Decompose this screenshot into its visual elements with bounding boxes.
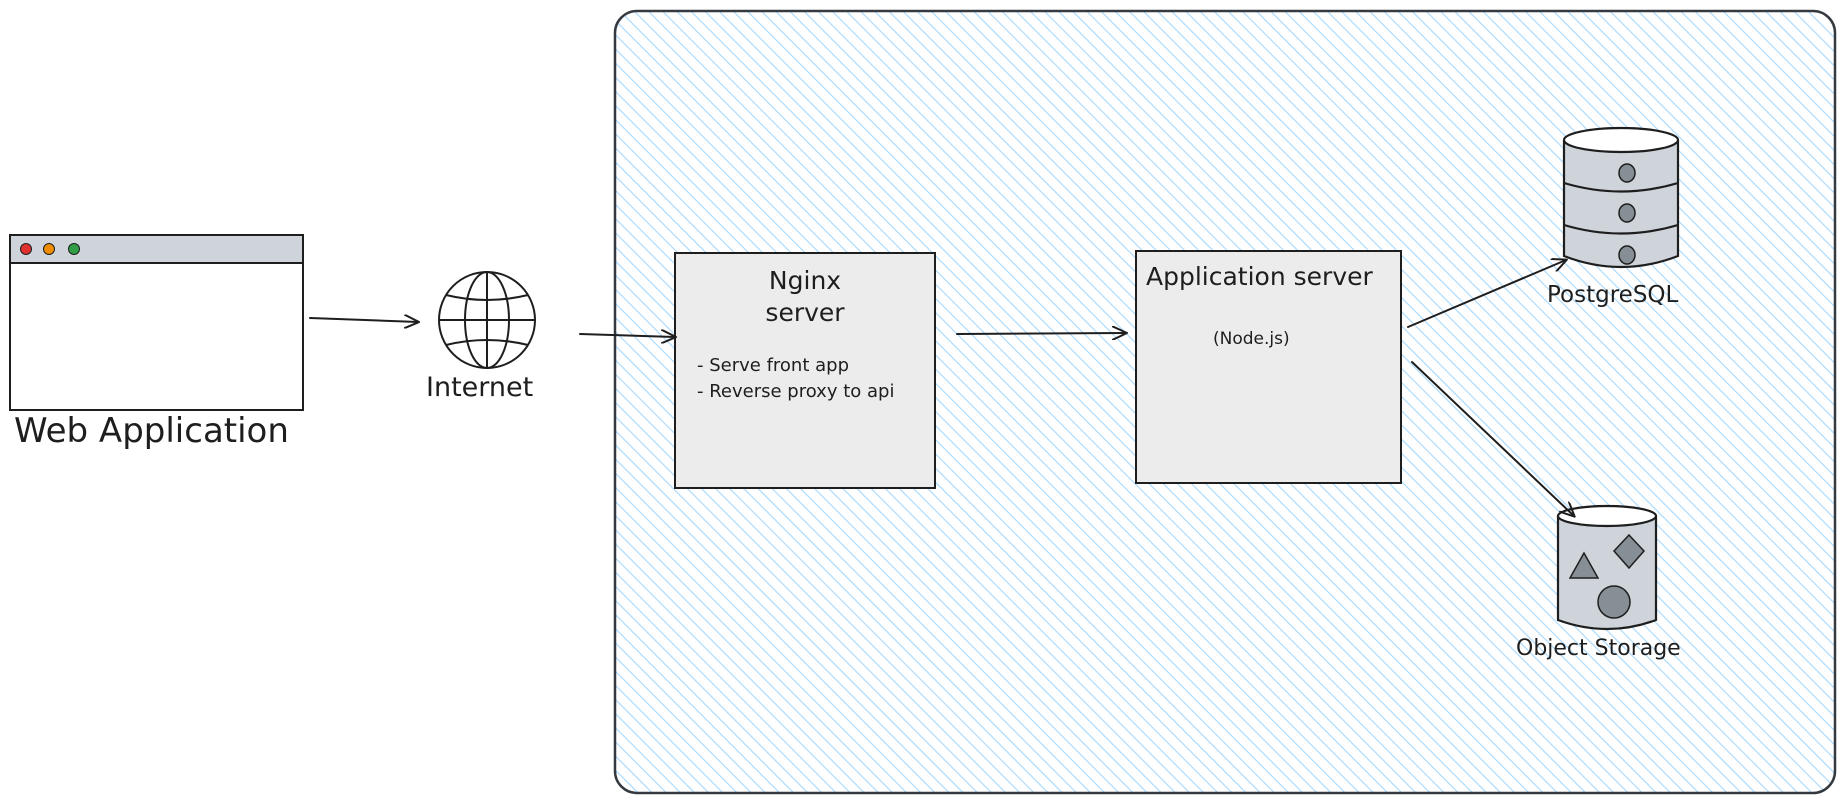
object-storage-label: Object Storage [1516, 636, 1681, 661]
maximize-dot [68, 243, 80, 255]
close-dot [20, 243, 32, 255]
connector-arrows [309, 260, 1574, 516]
arrow-nginx-to-app [956, 333, 1126, 334]
arrow-app-to-object-storage [1411, 361, 1574, 516]
arrow-client-to-internet [309, 318, 418, 322]
database-icon [1562, 126, 1680, 269]
browser-window-icon [9, 234, 304, 411]
application-server-subtitle: (Node.js) [1213, 329, 1290, 349]
nginx-server-box [674, 252, 936, 489]
application-server-title: Application server [1146, 262, 1373, 291]
nginx-title-line1: Nginx [768, 266, 842, 295]
globe-icon [438, 271, 536, 369]
object-storage-icon [1556, 504, 1658, 631]
minimize-dot [43, 243, 55, 255]
application-server-box [1135, 250, 1402, 484]
nginx-bullet-list: - Serve front app - Reverse proxy to api [697, 353, 894, 405]
arrow-app-to-postgres [1407, 260, 1566, 328]
postgresql-label: PostgreSQL [1547, 282, 1679, 308]
arrow-internet-to-nginx [579, 334, 675, 337]
nginx-bullet-item: - Reverse proxy to api [697, 381, 895, 402]
web-application-label: Web Application [14, 411, 289, 451]
internet-label: Internet [426, 372, 534, 403]
nginx-bullet-item: - Serve front app [697, 355, 849, 376]
nginx-title-line2: server [765, 298, 845, 327]
